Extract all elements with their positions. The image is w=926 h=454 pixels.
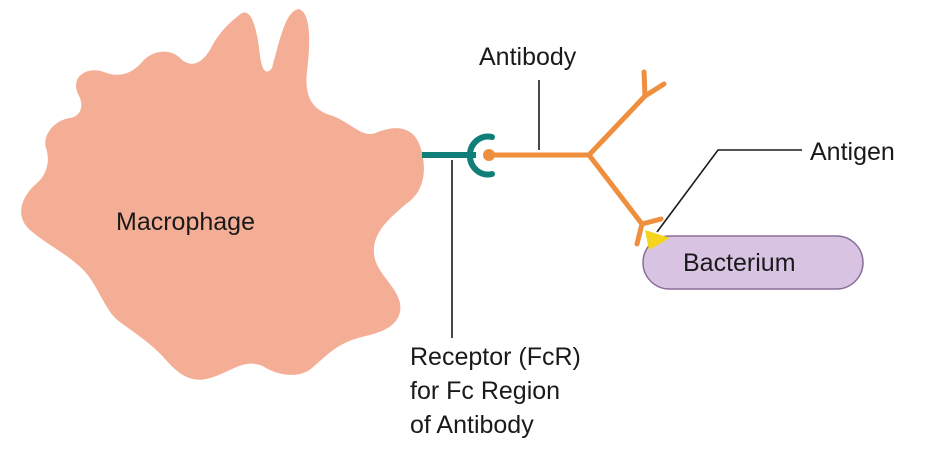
macrophage-label: Macrophage <box>116 208 255 236</box>
antibody-lower-fork-b <box>639 216 664 227</box>
antibody <box>486 69 667 247</box>
antibody-upper-fork-a <box>641 69 648 99</box>
receptor-label-line3: of Antibody <box>410 411 534 439</box>
antigen-leader-line <box>656 149 802 233</box>
antigen <box>645 230 670 250</box>
antibody-lower-arm <box>586 152 645 227</box>
macrophage-cell <box>21 9 424 380</box>
receptor-label-line1: Receptor (FcR) <box>410 343 581 371</box>
antibody-label: Antibody <box>479 43 577 71</box>
fc-receptor-cup <box>466 133 495 178</box>
antigen-label: Antigen <box>810 138 895 166</box>
bacterium-label: Bacterium <box>683 249 796 277</box>
antibody-lower-fork-a <box>634 221 645 247</box>
antibody-upper-fork-b <box>642 81 667 99</box>
bacterium <box>642 235 864 290</box>
antibody-upper-arm <box>586 93 648 158</box>
receptor-label-line2: for Fc Region <box>410 377 560 405</box>
